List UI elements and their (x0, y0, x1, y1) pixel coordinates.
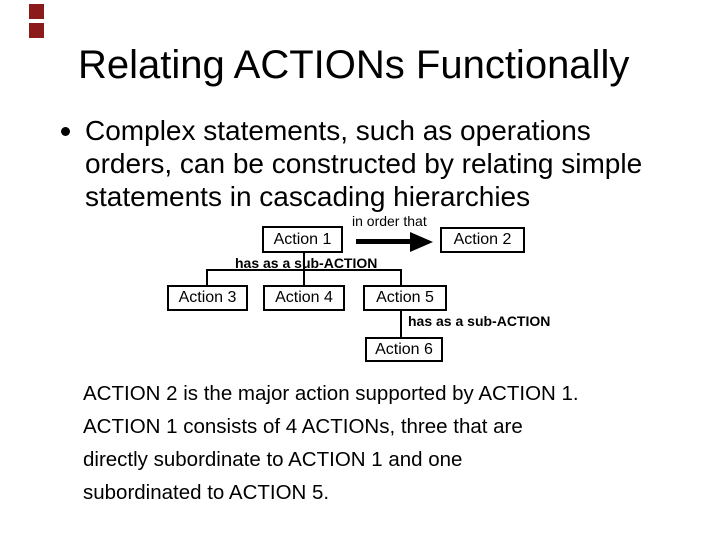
action-2-box: Action 2 (440, 227, 525, 253)
slide-title: Relating ACTIONs Functionally (78, 43, 630, 87)
in-order-that-label: in order that (352, 213, 427, 229)
connector-horizontal-line (206, 269, 402, 271)
connector-action1-down-line (303, 253, 305, 270)
has-sub-action-label-bottom: has as a sub-ACTION (408, 313, 551, 329)
bullet-text: Complex statements, such as operations o… (85, 114, 642, 213)
summary-line-3: directly subordinate to ACTION 1 and one (83, 448, 463, 471)
connector-action4-drop-line (303, 271, 305, 285)
bullet-line-2: orders, can be constructed by relating s… (85, 148, 643, 179)
action-4-box: Action 4 (263, 285, 345, 311)
connector-action3-drop-line (206, 271, 208, 285)
summary-line-2: ACTION 1 consists of 4 ACTIONs, three th… (83, 415, 523, 438)
connector-action5-drop-line (400, 271, 402, 285)
summary-paragraph: ACTION 2 is the major action supported b… (83, 377, 579, 509)
bullet-dot-icon (61, 127, 70, 136)
red-square-decor-2 (29, 23, 44, 38)
connector-action5-action6-line (400, 311, 402, 337)
action-6-box: Action 6 (365, 337, 443, 362)
summary-line-1: ACTION 2 is the major action supported b… (83, 382, 579, 405)
right-arrow-icon (410, 232, 433, 252)
bullet-line-3: statements in cascading hierarchies (85, 181, 531, 212)
summary-line-4: subordinated to ACTION 5. (83, 481, 330, 504)
action-3-box: Action 3 (167, 285, 248, 311)
arrow-shaft (356, 239, 411, 244)
bullet-line-1: Complex statements, such as operations (85, 115, 591, 146)
has-sub-action-label-top: has as a sub-ACTION (235, 255, 378, 271)
action-1-box: Action 1 (262, 226, 343, 253)
action-5-box: Action 5 (363, 285, 447, 311)
red-square-decor-1 (29, 4, 44, 19)
